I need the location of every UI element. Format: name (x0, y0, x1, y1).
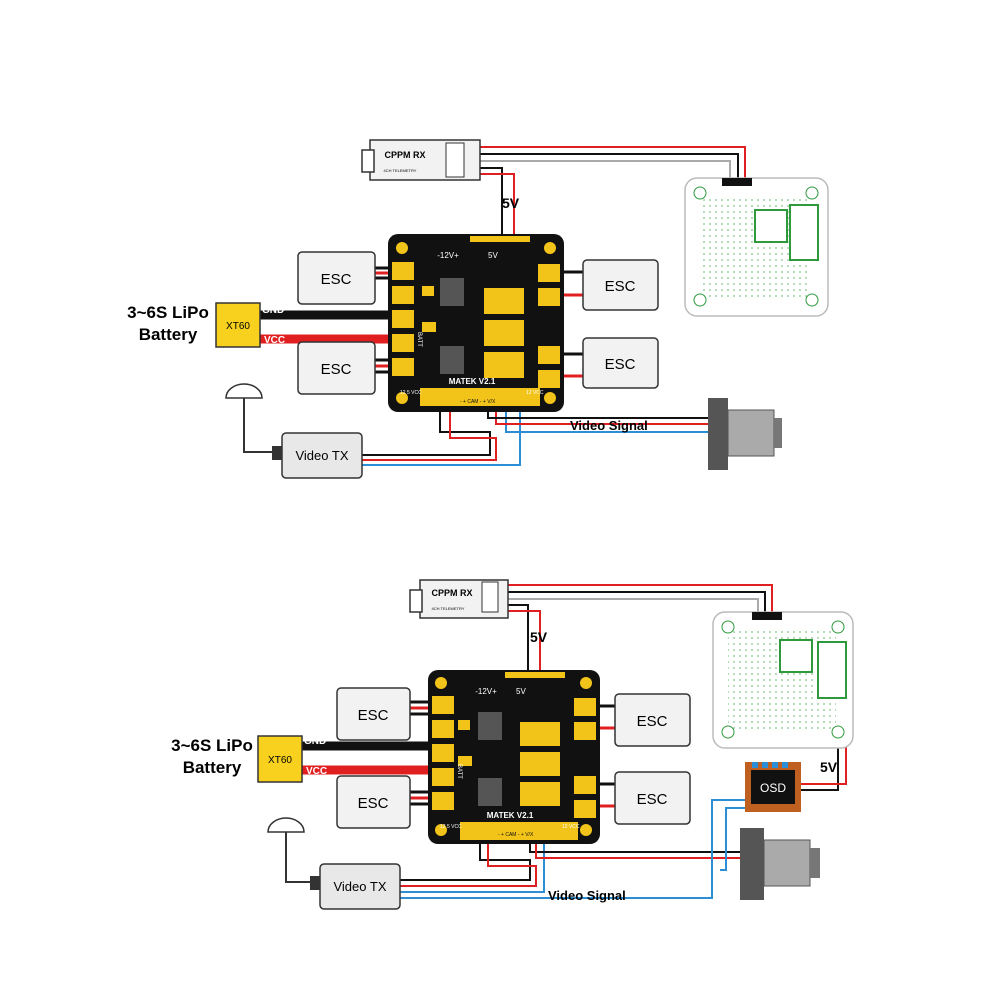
flight-controller (684, 177, 829, 317)
esc-label: ESC (637, 791, 668, 808)
battery-label-line1: 3~6S LiPo (127, 303, 209, 322)
pdb-bottom-mid: - + CAM - + V/X (498, 832, 534, 838)
cppm-rx: CPPM RX 4CH TELEMETRY (409, 579, 509, 619)
five-v-label: 5V (530, 629, 548, 645)
power-distribution-board: -12V+ 5V MATEK V2.1 BATT 12 5 VCC - + CA… (428, 670, 600, 844)
esc-label: ESC (358, 707, 389, 724)
pdb-5v-label: 5V (488, 251, 498, 260)
video-signal-label: Video Signal (570, 418, 648, 433)
vcc-label: VCC (264, 335, 285, 346)
video-tx: Video TX (310, 863, 401, 910)
esc-label: ESC (321, 361, 352, 378)
vcc-label: VCC (306, 766, 327, 777)
pdb-bottom-mid: - + CAM - + V/X (460, 399, 496, 405)
esc-label: ESC (358, 795, 389, 812)
camera (708, 398, 782, 470)
rx-subtitle: 4CH TELEMETRY (384, 168, 417, 173)
esc-right-bottom: ESC (614, 771, 691, 825)
battery-label-line1: 3~6S LiPo (171, 736, 253, 755)
camera (740, 828, 820, 900)
rx-subtitle: 4CH TELEMETRY (432, 606, 465, 611)
pdb-batt-label: BATT (456, 764, 462, 779)
pdb-bottom-right: 12 VCC (562, 824, 580, 830)
xt60-connector: XT60 (215, 302, 261, 348)
diagram-bottom: CPPM RX 4CH TELEMETRY 5V (171, 579, 854, 910)
xt60-label: XT60 (226, 321, 250, 332)
esc-left-bottom: ESC (336, 775, 411, 829)
rx-title: CPPM RX (384, 150, 425, 160)
antenna (225, 383, 280, 453)
xt60-connector: XT60 (257, 735, 303, 783)
esc-label: ESC (321, 271, 352, 288)
pdb-name: MATEK V2.1 (449, 377, 496, 386)
osd-label: OSD (760, 781, 786, 795)
cppm-rx: CPPM RX 4CH TELEMETRY (361, 139, 481, 181)
esc-label: ESC (605, 356, 636, 373)
esc-right-top: ESC (614, 693, 691, 747)
esc-left-top: ESC (336, 687, 411, 741)
power-distribution-board: -12V+ 5V MATEK V2.1 BATT 12 5 VCC - + CA… (388, 234, 564, 412)
pdb-name: MATEK V2.1 (487, 811, 534, 820)
rx-fc-wire (480, 146, 746, 185)
esc-left-bottom: ESC (297, 341, 376, 395)
flight-controller (712, 611, 854, 749)
gnd-label: GND (262, 305, 284, 316)
pdb-5v-label: 5V (516, 687, 526, 696)
pdb-bottom-left: 12 5 VCC (400, 390, 422, 396)
video-tx-label: Video TX (295, 448, 348, 463)
pdb-12v-label: -12V+ (437, 251, 459, 260)
antenna (267, 817, 314, 883)
five-v-label: 5V (502, 195, 520, 211)
pdb-bottom-left: 12 5 VCC (440, 824, 462, 830)
pdb-12v-label: -12V+ (475, 687, 497, 696)
video-tx: Video TX (272, 432, 363, 479)
video-signal-label: Video Signal (548, 888, 626, 903)
pdb-bottom-right: 12 VCC (526, 390, 544, 396)
esc-right-top: ESC (582, 259, 659, 311)
battery-label-line2: Battery (183, 758, 242, 777)
esc-label: ESC (637, 713, 668, 730)
video-tx-label: Video TX (333, 879, 386, 894)
xt60-label: XT60 (268, 755, 292, 766)
rx-title: CPPM RX (431, 588, 472, 598)
esc-label: ESC (605, 278, 636, 295)
pdb-batt-label: BATT (416, 332, 422, 347)
diagram-top: CPPM RX 4CH TELEMETRY 5V (127, 139, 829, 479)
osd-five-v-label: 5V (820, 759, 838, 775)
gnd-label: GND (304, 736, 326, 747)
osd-module: OSD (745, 762, 801, 812)
battery-label-line2: Battery (139, 325, 198, 344)
esc-left-top: ESC (297, 251, 376, 305)
video-signal-wire (505, 405, 710, 433)
esc-right-bottom: ESC (582, 337, 659, 389)
